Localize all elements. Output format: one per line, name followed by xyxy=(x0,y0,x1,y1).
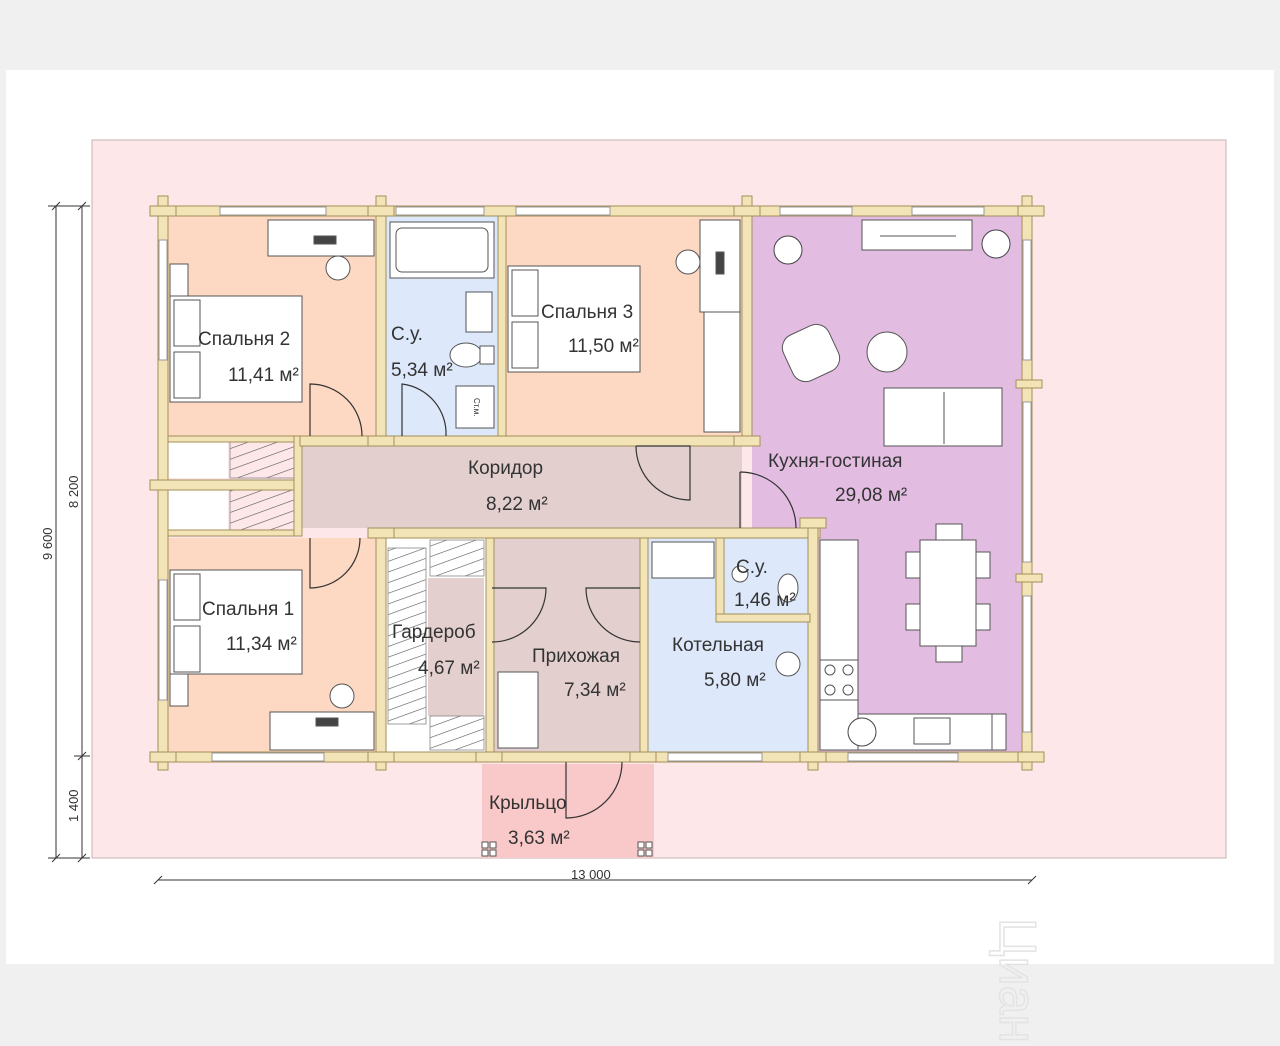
bathroom1-area: 5,34 м² xyxy=(391,360,453,381)
windows xyxy=(158,206,1032,762)
wardrobe-shelf-left xyxy=(387,547,427,725)
watermark-logo: Циан xyxy=(988,918,1046,1043)
kitchen-living-area: 29,08 м² xyxy=(835,485,907,506)
wardrobe-area: 4,67 м² xyxy=(418,658,480,679)
porch-name: Крыльцо xyxy=(489,793,567,814)
room-wardrobe-inner xyxy=(428,578,484,716)
wardrobe-shelf-top xyxy=(429,539,485,577)
dimension-lines xyxy=(48,201,1037,885)
room-porch xyxy=(482,764,654,858)
bathroom2-name: С.у. xyxy=(736,557,768,578)
boiler-room-name: Котельная xyxy=(672,635,764,656)
closet-top-left xyxy=(168,436,228,478)
porch-posts xyxy=(481,841,653,857)
room-corridor xyxy=(300,446,742,528)
bed-bedroom1 xyxy=(169,569,375,751)
wardrobe-shelf-bottom xyxy=(429,715,485,751)
hallway-cabinet xyxy=(497,671,539,749)
closet-bottom-left xyxy=(168,490,228,534)
dimension-total-width: 13 000 xyxy=(571,867,611,882)
wardrobe-name: Гардероб xyxy=(392,622,476,643)
bedroom3-area: 11,50 м² xyxy=(568,336,639,357)
kitchen-living-name: Кухня-гостиная xyxy=(768,451,902,472)
dimension-total-height: 9 600 xyxy=(40,527,55,560)
boiler-fixtures xyxy=(651,541,801,677)
log-ends xyxy=(149,205,1045,763)
bath-fixtures xyxy=(389,221,495,429)
bed-bedroom2 xyxy=(169,219,375,403)
hallway-name: Прихожая xyxy=(532,646,620,667)
dimension-house-height: 8 200 xyxy=(66,475,81,508)
closet-bottom-right xyxy=(229,489,297,535)
bed-bedroom3 xyxy=(507,219,741,433)
dimension-porch-height: 1 400 xyxy=(66,789,81,822)
porch-area: 3,63 м² xyxy=(508,828,570,849)
hallway-area: 7,34 м² xyxy=(564,680,626,701)
bedroom3-name: Спальня 3 xyxy=(541,302,633,323)
bedroom1-name: Спальня 1 xyxy=(202,599,294,620)
bathroom1-name: С.у. xyxy=(391,324,423,345)
plant-icon xyxy=(773,229,1011,747)
doors xyxy=(309,383,797,819)
bedroom2-name: Спальня 2 xyxy=(198,329,290,350)
kitchen-furniture xyxy=(781,219,1007,751)
corridor-name: Коридор xyxy=(468,458,543,479)
bedroom2-area: 11,41 м² xyxy=(228,365,299,386)
washer-label: Ст.м. xyxy=(472,398,481,417)
bedroom1-area: 11,34 м² xyxy=(226,634,297,655)
corridor-area: 8,22 м² xyxy=(486,494,548,515)
boiler-room-area: 5,80 м² xyxy=(704,670,766,691)
bathroom2-area: 1,46 м² xyxy=(734,590,796,611)
